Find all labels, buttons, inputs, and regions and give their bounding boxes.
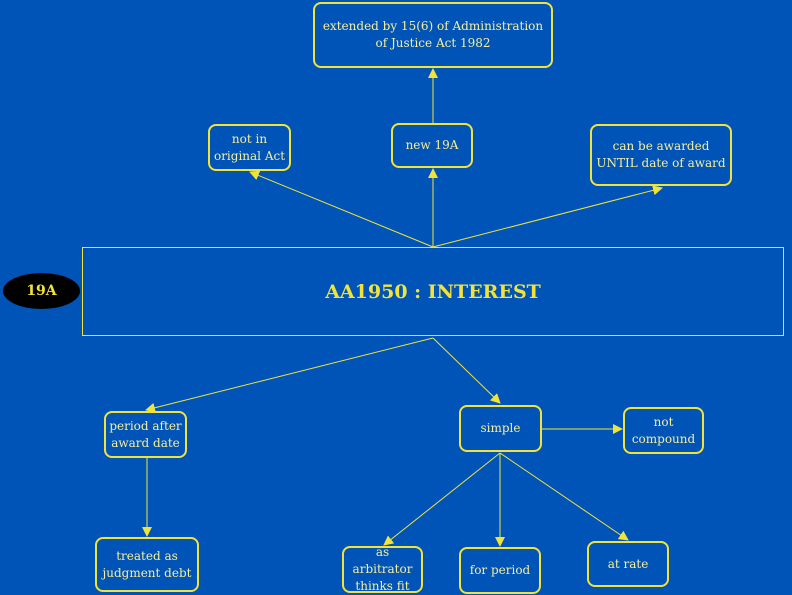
node-can-be-awarded-until-date: can be awarded UNTIL date of award	[590, 124, 732, 186]
arrow-to-as-arbitrator	[383, 452, 501, 546]
central-topic: AA1950 : INTEREST	[82, 247, 784, 336]
section-badge: 19A	[3, 273, 80, 309]
node-not-compound: not compound	[623, 407, 704, 454]
node-period-after-award-date: period after award date	[104, 411, 187, 458]
arrow-to-simple	[432, 337, 501, 404]
node-extended-by-administration-of-justice-act: extended by 15(6) of Administration of J…	[313, 2, 553, 68]
node-as-arbitrator-thinks-fit: as arbitrator thinks fit	[342, 545, 423, 593]
arrow-to-period-after	[145, 337, 434, 413]
arrow-to-at-rate	[499, 452, 629, 541]
node-simple: simple	[459, 405, 542, 452]
node-for-period: for period	[459, 547, 541, 594]
node-new-19a: new 19A	[391, 123, 473, 168]
arrow-to-not-in-original	[249, 170, 434, 248]
node-treated-as-judgment-debt: treated as judgment debt	[95, 537, 199, 592]
node-not-in-original-act: not in original Act	[208, 124, 291, 171]
node-at-rate: at rate	[587, 541, 669, 587]
arrow-to-can-be-awarded	[432, 185, 663, 248]
